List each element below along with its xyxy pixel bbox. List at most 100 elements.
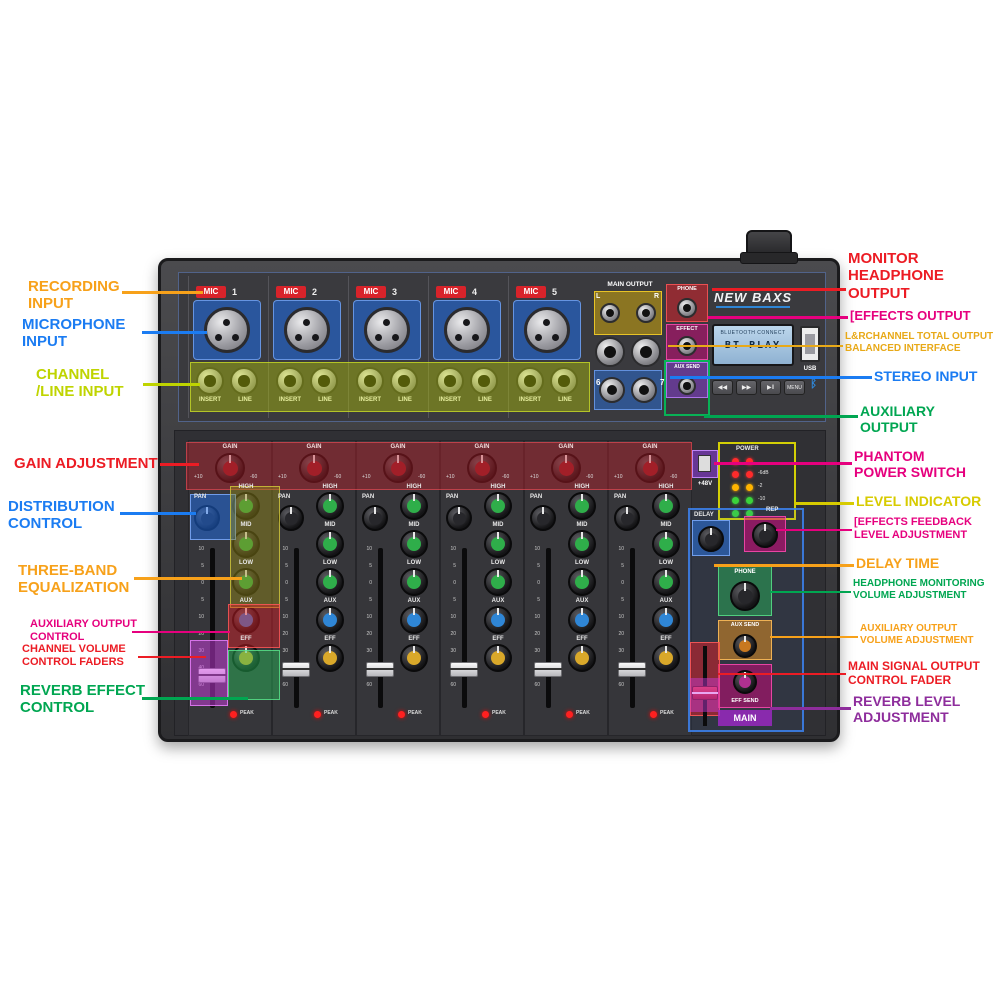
aux-knob-label: AUX: [323, 598, 337, 604]
usb-port[interactable]: [800, 326, 820, 362]
fader-cap-line: [534, 668, 562, 670]
eff-knob-pointer: [497, 646, 499, 653]
high-knob-cap: [323, 499, 337, 513]
highlight-eff-knob: [228, 650, 280, 700]
gain-label: GAIN: [474, 444, 490, 450]
transport-playpause-button[interactable]: ▶‖: [760, 380, 781, 395]
mid-knob-label: MID: [660, 522, 672, 528]
fader-slot: [462, 548, 467, 708]
insert-label: INSERT: [518, 397, 541, 403]
pan-knob-pointer: [458, 507, 460, 514]
stereo-jack-7[interactable]: [631, 377, 657, 403]
high-knob-pointer: [245, 494, 247, 501]
aux-knob-pointer: [329, 608, 331, 615]
rep-knob-pointer: [764, 524, 766, 531]
insert-jack-hole: [524, 375, 536, 387]
low-knob-cap: [491, 575, 505, 589]
low-knob-label: LOW: [239, 560, 253, 566]
callout-stereo-input: STEREO INPUT: [874, 368, 978, 384]
xlr-pin: [552, 334, 559, 341]
pan-knob-cap: [284, 511, 298, 525]
line-jack[interactable]: [550, 367, 578, 395]
fader-scale-mark: 10: [450, 546, 456, 552]
aux-knob-pointer: [665, 608, 667, 615]
pan-label: PAN: [278, 494, 291, 500]
callout-recording-input: RECORDING INPUT: [28, 278, 120, 313]
mid-knob-label: MID: [408, 522, 420, 528]
eff-knob-cap: [407, 651, 421, 665]
high-knob[interactable]: [400, 492, 428, 520]
callout-line: [712, 288, 846, 291]
channel-number: 5: [552, 287, 558, 297]
xlr-pin: [215, 334, 222, 341]
gain-mark-max: +10: [194, 474, 203, 480]
xlr-connector[interactable]: [364, 307, 410, 353]
gain-knob-cap: [390, 460, 406, 476]
gain-label: GAIN: [306, 444, 322, 450]
phantom-power-switch[interactable]: [698, 455, 711, 472]
level-mark: -10: [758, 496, 766, 502]
aux-knob-label: AUX: [239, 598, 253, 604]
transport-menu-button[interactable]: MENU: [784, 380, 805, 395]
callout-line: [160, 463, 199, 466]
xlr-connector[interactable]: [444, 307, 490, 353]
gain-knob[interactable]: [383, 453, 413, 483]
xlr-connector[interactable]: [284, 307, 330, 353]
xlr-connector[interactable]: [204, 307, 250, 353]
eff-send-knob-pointer: [744, 672, 746, 678]
channel-separator: [428, 276, 429, 418]
fader-cap-line: [366, 668, 394, 670]
high-knob-cap: [575, 499, 589, 513]
callout-channel-volume-control-faders: CHANNEL VOLUME CONTROL FADERS: [22, 643, 126, 668]
aux-knob-label: AUX: [575, 598, 589, 604]
gain-knob-pointer: [481, 455, 483, 463]
xlr-pin: [383, 319, 390, 326]
xlr-connector[interactable]: [524, 307, 570, 353]
low-knob-pointer: [329, 570, 331, 577]
fader-scale-mark: 10: [366, 614, 372, 620]
callout-line: [770, 636, 858, 638]
transport-prev-button[interactable]: ◀◀: [712, 380, 733, 395]
callout-line: [132, 631, 230, 633]
aux-knob-label: AUX: [491, 598, 505, 604]
rep-knob-cap: [758, 528, 772, 542]
fader-scale-mark: 5: [621, 563, 624, 569]
fader-scale-mark: 30: [618, 648, 624, 654]
insert-label: INSERT: [278, 397, 301, 403]
line-jack[interactable]: [310, 367, 338, 395]
transport-next-button[interactable]: ▶▶: [736, 380, 757, 395]
level-mark: -2: [758, 483, 763, 489]
gain-knob-pointer: [397, 455, 399, 463]
aux-send-output-jack-hole: [683, 382, 691, 390]
channel-number: 1: [232, 287, 238, 297]
pan-knob-cap: [368, 511, 382, 525]
fader-slot: [294, 548, 299, 708]
peak-label: PEAK: [240, 710, 254, 716]
fader-scale-mark: 60: [450, 682, 456, 688]
callout-line: [120, 512, 196, 515]
callout-line: [668, 345, 843, 347]
power-label: POWER: [736, 446, 759, 452]
mid-knob-pointer: [329, 532, 331, 539]
eff-knob-label: EFF: [492, 636, 504, 642]
mid-knob-label: MID: [240, 522, 252, 528]
callout-phantom-power-switch: PHANTOM POWER SWITCH: [854, 448, 966, 481]
xlr-pin: [543, 319, 550, 326]
gain-knob-pointer: [229, 455, 231, 463]
gain-label: GAIN: [390, 444, 406, 450]
stereo-jack-6-hole: [606, 384, 618, 396]
highlight-main-fader-cap: [690, 678, 720, 712]
gain-knob-pointer: [313, 455, 315, 463]
channel-number: 2: [312, 287, 318, 297]
low-knob-label: LOW: [575, 560, 589, 566]
eff-knob-cap: [323, 651, 337, 665]
gain-label: GAIN: [558, 444, 574, 450]
gain-knob-pointer: [649, 455, 651, 463]
line-jack[interactable]: [230, 367, 258, 395]
xlr-pin: [535, 334, 542, 341]
channel-number: 3: [392, 287, 398, 297]
gain-mark-min: -60: [418, 474, 426, 480]
aux-knob[interactable]: [400, 606, 428, 634]
peak-label: PEAK: [408, 710, 422, 716]
delay-time-knob-cap: [704, 532, 718, 546]
